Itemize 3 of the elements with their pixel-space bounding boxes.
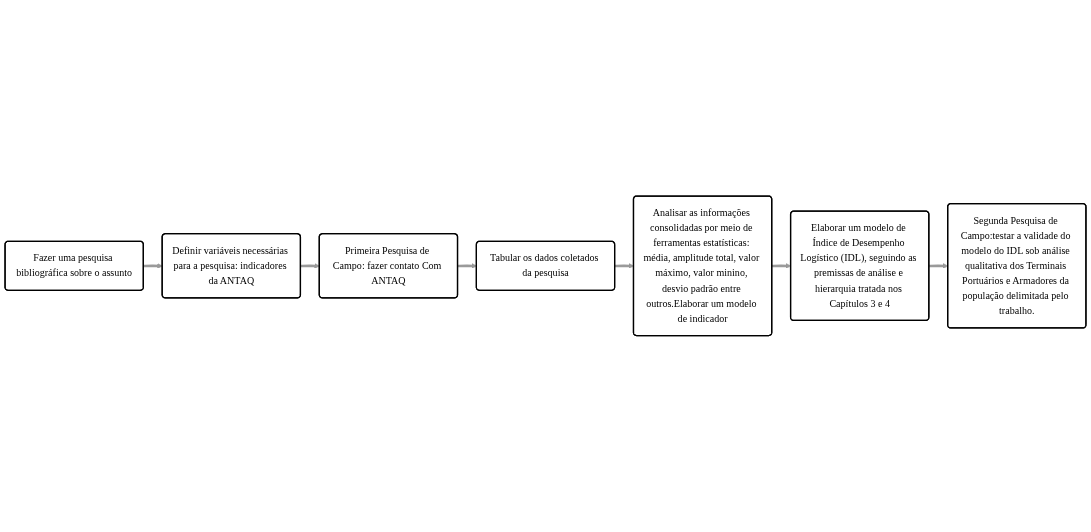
arrow — [300, 263, 320, 269]
arrow — [143, 263, 163, 269]
arrow — [457, 263, 477, 269]
